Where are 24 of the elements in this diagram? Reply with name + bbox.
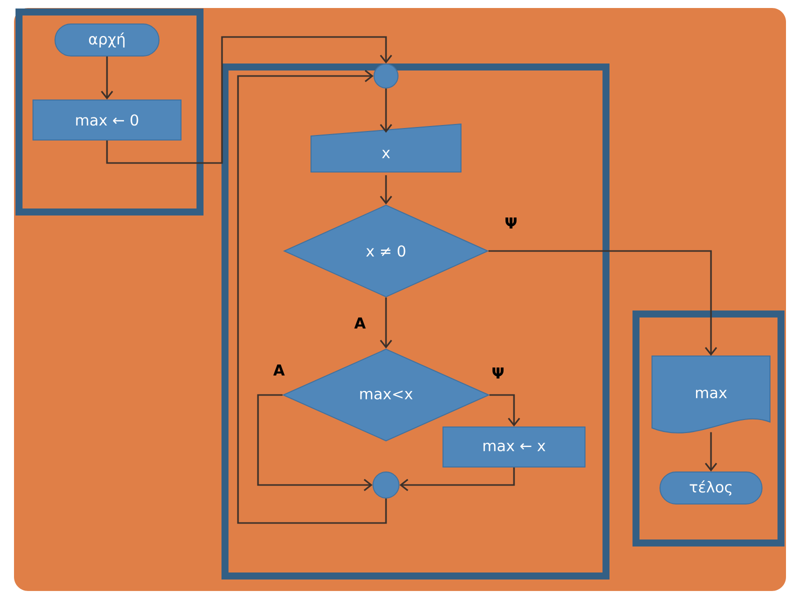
terminal-box: τέλος	[660, 472, 762, 504]
arrow	[380, 298, 392, 348]
arrow	[106, 36, 392, 164]
arrow	[488, 250, 718, 356]
edge-label: Α	[353, 316, 367, 330]
connector-circle	[374, 64, 398, 88]
process-box: max ← 0	[32, 100, 182, 140]
arrow	[100, 56, 114, 100]
arrow	[380, 175, 392, 204]
arrow	[237, 70, 387, 524]
process-box: max ← x	[442, 426, 586, 468]
group-frame	[222, 64, 610, 580]
edge-label: Ψ	[504, 216, 518, 230]
arrow	[400, 468, 515, 492]
arrow	[380, 88, 392, 133]
arrow	[257, 394, 372, 492]
group-frame	[632, 310, 784, 546]
output-document: max	[652, 356, 770, 434]
group-frame	[16, 8, 204, 216]
arrow	[704, 432, 718, 472]
edge-label: Ψ	[490, 366, 506, 380]
arrow	[490, 394, 520, 426]
connector-circle	[372, 472, 400, 498]
terminal-box: αρχή	[54, 24, 160, 56]
